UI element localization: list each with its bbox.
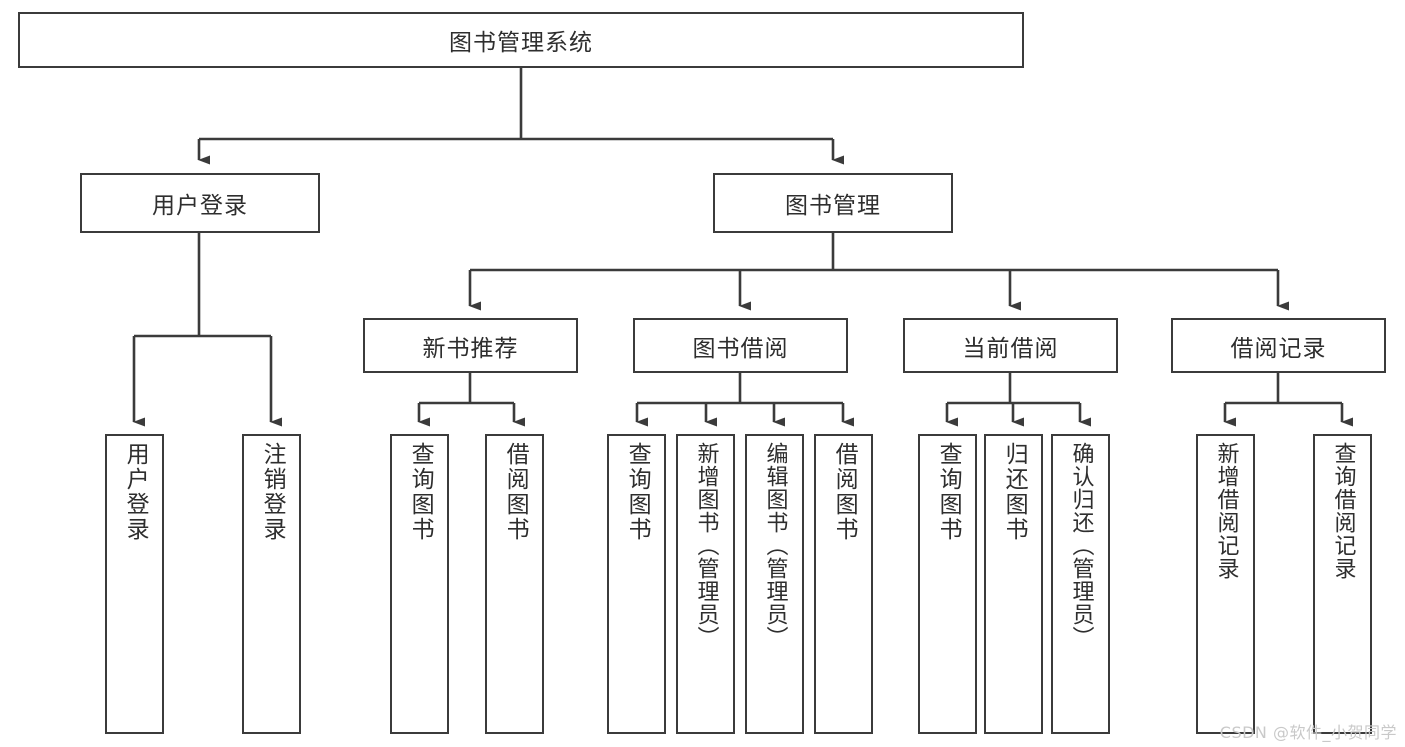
node-leaf-borrow-book-recommend[interactable]: 借阅图书 — [485, 434, 544, 734]
node-current-borrow[interactable]: 当前借阅 — [903, 318, 1118, 373]
node-label: 确认归还（管理员） — [1068, 442, 1094, 649]
node-leaf-logout[interactable]: 注销登录 — [242, 434, 301, 734]
node-label: 借阅记录 — [1230, 335, 1327, 362]
watermark: CSDN @软件_小贺同学 — [1219, 723, 1397, 742]
node-label: 当前借阅 — [962, 335, 1059, 362]
node-borrow-record[interactable]: 借阅记录 — [1171, 318, 1386, 373]
node-label: 新增借阅记录 — [1213, 442, 1239, 580]
node-label: 编辑图书（管理员） — [762, 442, 788, 649]
node-user-login[interactable]: 用户登录 — [80, 173, 320, 233]
node-label: 用户登录 — [122, 442, 149, 542]
node-book-management[interactable]: 图书管理 — [713, 173, 953, 233]
node-new-book-recommend[interactable]: 新书推荐 — [363, 318, 578, 373]
node-book-borrow[interactable]: 图书借阅 — [633, 318, 848, 373]
node-label: 图书管理 — [785, 193, 881, 219]
node-leaf-user-login[interactable]: 用户登录 — [105, 434, 164, 734]
node-label: 查询图书 — [407, 442, 434, 542]
node-leaf-return-book[interactable]: 归还图书 — [984, 434, 1043, 734]
node-leaf-confirm-return-admin[interactable]: 确认归还（管理员） — [1051, 434, 1110, 734]
node-leaf-borrow-book[interactable]: 借阅图书 — [814, 434, 873, 734]
node-label: 新增图书（管理员） — [693, 442, 719, 649]
node-leaf-edit-book-admin[interactable]: 编辑图书（管理员） — [745, 434, 804, 734]
node-leaf-query-borrow-record[interactable]: 查询借阅记录 — [1313, 434, 1372, 734]
node-label: 归还图书 — [1001, 442, 1028, 542]
node-leaf-query-book-recommend[interactable]: 查询图书 — [390, 434, 449, 734]
node-label: 查询图书 — [935, 442, 962, 542]
node-label: 图书借阅 — [692, 335, 789, 362]
node-leaf-query-book-borrow[interactable]: 查询图书 — [607, 434, 666, 734]
node-label: 借阅图书 — [502, 442, 529, 542]
node-label: 图书管理系统 — [449, 30, 593, 56]
node-root-system[interactable]: 图书管理系统 — [18, 12, 1024, 68]
node-label: 注销登录 — [259, 442, 286, 542]
node-leaf-add-book-admin[interactable]: 新增图书（管理员） — [676, 434, 735, 734]
node-leaf-query-book-current[interactable]: 查询图书 — [918, 434, 977, 734]
node-label: 用户登录 — [152, 193, 248, 219]
node-leaf-add-borrow-record[interactable]: 新增借阅记录 — [1196, 434, 1255, 734]
node-label: 查询借阅记录 — [1330, 442, 1356, 580]
node-label: 新书推荐 — [422, 335, 519, 362]
node-label: 借阅图书 — [831, 442, 858, 542]
node-label: 查询图书 — [624, 442, 651, 542]
